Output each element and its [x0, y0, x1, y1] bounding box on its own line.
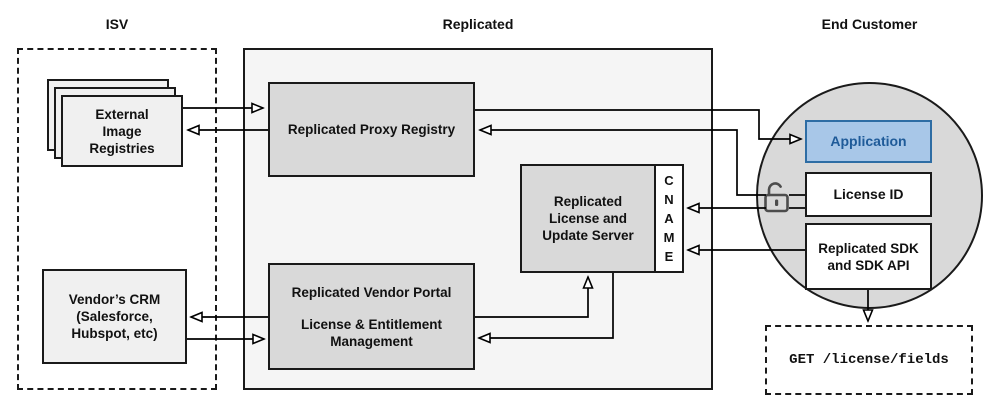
- section-title-end-customer: End Customer: [821, 16, 918, 32]
- section-title-replicated: Replicated: [442, 16, 514, 32]
- license-id-node: License ID: [805, 172, 932, 217]
- registries-label-line-2: Image: [102, 123, 142, 139]
- registries-label-line-1: External: [95, 106, 149, 122]
- vendor-portal-node: Replicated Vendor Portal License & Entit…: [268, 263, 475, 370]
- license-server-label-line-2: License and: [548, 211, 628, 226]
- vendors-crm-node: Vendor’s CRM (Salesforce, Hubspot, etc): [42, 269, 187, 364]
- replicated-sdk-node: Replicated SDK and SDK API: [805, 223, 932, 290]
- license-server-label-line-1: Replicated: [553, 194, 623, 209]
- cname-letter-c: C: [664, 173, 674, 188]
- sdk-label-line-2: and SDK API: [827, 257, 910, 273]
- get-request-label: GET /license/fields: [789, 352, 949, 368]
- proxy-registry-node: Replicated Proxy Registry: [268, 82, 475, 177]
- cname-node: C N A M E: [654, 164, 684, 273]
- vendor-portal-subtitle: License & Entitlement Management: [300, 316, 443, 349]
- crm-label-line-1: Vendor’s CRM: [68, 292, 161, 307]
- vendor-portal-title: Replicated Vendor Portal: [291, 284, 452, 300]
- license-id-label: License ID: [833, 186, 904, 202]
- proxy-registry-label: Replicated Proxy Registry: [287, 122, 456, 137]
- section-title-isv: ISV: [105, 16, 129, 32]
- sdk-label-line-1: Replicated SDK: [818, 240, 919, 256]
- cname-letter-m: M: [663, 230, 675, 245]
- get-license-fields-node: GET /license/fields: [765, 325, 973, 395]
- license-server-label-line-3: Update Server: [542, 228, 634, 243]
- cname-letter-n: N: [664, 192, 674, 207]
- application-node: Application: [805, 120, 932, 163]
- cname-letter-a: A: [664, 211, 674, 226]
- crm-label-line-3: Hubspot, etc): [71, 326, 158, 341]
- crm-label-line-2: (Salesforce,: [76, 309, 153, 324]
- external-image-registries-node: External Image Registries: [61, 95, 183, 167]
- cname-letter-e: E: [664, 249, 674, 264]
- application-label: Application: [830, 133, 907, 149]
- license-update-server-node: Replicated License and Update Server: [520, 164, 656, 273]
- registries-label-line-3: Registries: [89, 140, 155, 156]
